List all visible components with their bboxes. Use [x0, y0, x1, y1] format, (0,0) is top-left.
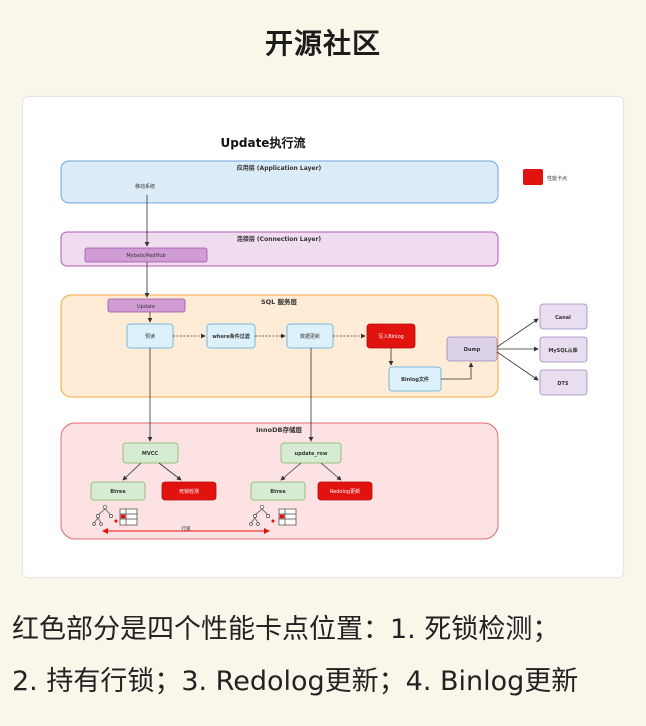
- node-where-filter-label: where条件过滤: [212, 333, 249, 340]
- node-pre-exec-label: 预读: [145, 333, 155, 340]
- node-dump-label: Dump: [464, 347, 481, 353]
- innodb-layer-label: InnoDB存储层: [256, 425, 302, 434]
- connection-layer-label: 连接层 (Connection Layer): [237, 235, 322, 243]
- node-btree-left-label: Btree: [110, 489, 126, 495]
- node-proxy: [84, 247, 208, 263]
- node-dts-label: DTS: [557, 381, 569, 387]
- node-deadlock: [161, 481, 217, 501]
- caption-line-1: 红色部分是四个性能卡点位置：1. 死锁检测；: [12, 614, 560, 645]
- application-layer: [60, 160, 499, 204]
- row-lock-label: 行锁: [182, 525, 191, 532]
- sql-layer-label: SQL 服务层: [261, 297, 298, 306]
- node-deadlock-label: 死锁检测: [179, 488, 199, 495]
- caption-line-2: 2. 持有行锁；3. Redolog更新；4. Binlog更新: [12, 666, 579, 697]
- update-flow-diagram: Update执行流 性能卡点 应用层 (Application Layer) 移…: [60, 135, 588, 540]
- node-redolog-label: Redolog更新: [330, 488, 360, 495]
- node-binlog-file-label: Binlog文件: [401, 376, 429, 383]
- node-update: [107, 298, 186, 313]
- flow-connectors: [122, 195, 539, 481]
- node-redolog: [317, 481, 373, 501]
- node-btree-left: [90, 481, 146, 501]
- node-dts: [539, 369, 588, 396]
- node-write-binlog-label: 写入Binlog: [378, 334, 404, 340]
- node-canal-label: Canal: [555, 315, 571, 321]
- tree-lock-icon-left: [92, 504, 138, 526]
- node-proxy-label: Mybats/RedHub: [126, 253, 165, 259]
- node-mysql-slave: [539, 336, 588, 363]
- application-layer-label: 应用层 (Application Layer): [237, 164, 322, 172]
- node-canal: [539, 303, 588, 330]
- node-update-row-label: update_row: [295, 451, 328, 457]
- tree-lock-icon-right: [249, 504, 297, 526]
- node-mobile-system: 移动系统: [135, 183, 155, 190]
- node-mvcc-label: MVCC: [142, 451, 159, 457]
- node-data-update-label: 数据更新: [300, 333, 320, 340]
- node-btree-right: [250, 481, 306, 501]
- legend-label: 性能卡点: [547, 175, 567, 182]
- legend-swatch: [523, 169, 543, 185]
- node-mysql-slave-label: MySQL从库: [548, 347, 577, 354]
- diagram-card: Update执行流 性能卡点 应用层 (Application Layer) 移…: [22, 96, 624, 578]
- page-title: 开源社区: [264, 27, 381, 60]
- node-btree-right-label: Btree: [270, 489, 286, 495]
- node-update-label: Update: [137, 304, 155, 310]
- node-update-row: [280, 442, 342, 464]
- node-mvcc: [122, 442, 179, 464]
- diagram-title: Update执行流: [221, 135, 306, 150]
